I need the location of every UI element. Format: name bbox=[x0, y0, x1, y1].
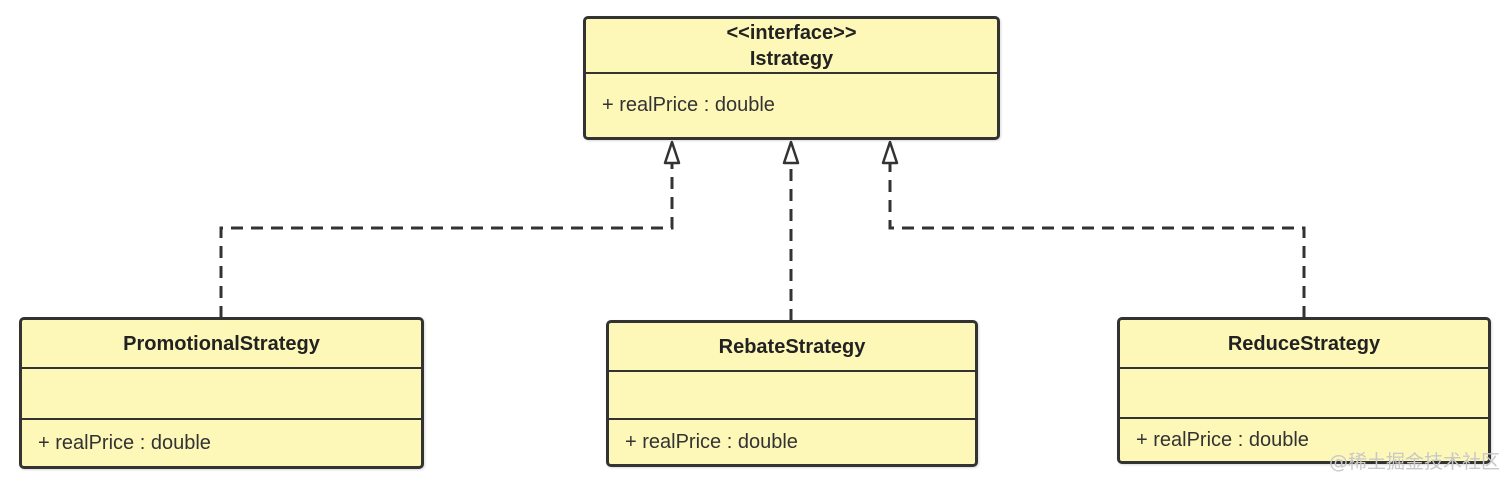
class-header: RebateStrategy bbox=[609, 323, 975, 372]
interface-istrategy-box[interactable]: <<interface>> Istrategy + realPrice : do… bbox=[583, 16, 1000, 140]
realization-line-reduce bbox=[888, 164, 1306, 318]
class-header: ReduceStrategy bbox=[1120, 320, 1488, 369]
realization-arrowhead-reduce bbox=[881, 140, 899, 165]
class-rebate-strategy-box[interactable]: RebateStrategy + realPrice : double bbox=[606, 320, 978, 467]
class-operations: + realPrice : double bbox=[609, 420, 975, 464]
interface-name: Istrategy bbox=[749, 47, 834, 70]
class-name: ReduceStrategy bbox=[1227, 332, 1381, 355]
class-member: + realPrice : double bbox=[38, 431, 211, 454]
class-reduce-strategy-box[interactable]: ReduceStrategy + realPrice : double bbox=[1117, 317, 1491, 464]
watermark: @稀土掘金技术社区 bbox=[1328, 451, 1500, 473]
class-member: + realPrice : double bbox=[625, 430, 798, 453]
class-promotional-strategy-box[interactable]: PromotionalStrategy + realPrice : double bbox=[19, 317, 424, 469]
class-attributes bbox=[1120, 369, 1488, 419]
class-attributes bbox=[609, 372, 975, 420]
realization-line-promotional bbox=[219, 164, 674, 318]
interface-stereotype: <<interface>> bbox=[726, 21, 857, 44]
class-name: RebateStrategy bbox=[718, 335, 866, 358]
class-operations: + realPrice : double bbox=[22, 420, 421, 466]
interface-members: + realPrice : double bbox=[586, 74, 997, 137]
class-operations: + realPrice : double bbox=[1120, 419, 1488, 461]
class-name: PromotionalStrategy bbox=[123, 332, 320, 355]
class-member: + realPrice : double bbox=[1136, 428, 1309, 451]
interface-member: + realPrice : double bbox=[602, 94, 775, 116]
class-attributes bbox=[22, 369, 421, 420]
realization-arrowhead-rebate bbox=[782, 140, 800, 165]
realization-arrowhead-promotional bbox=[663, 140, 681, 165]
interface-header: <<interface>> Istrategy bbox=[586, 19, 997, 74]
class-header: PromotionalStrategy bbox=[22, 320, 421, 369]
